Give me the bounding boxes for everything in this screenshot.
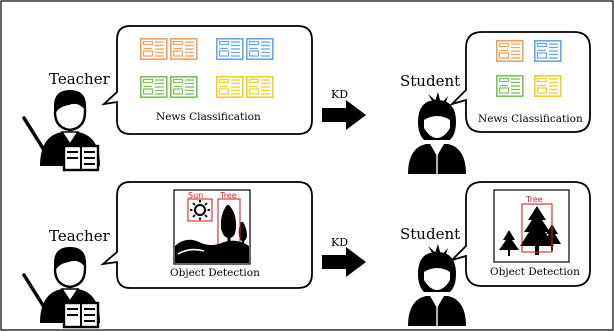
teacher-detection-image [173, 189, 251, 265]
teacher-task-caption: Object Detection [170, 267, 260, 279]
kd-label: KD [331, 88, 349, 101]
teacher-icon [22, 245, 102, 329]
newspaper-icon [533, 75, 562, 97]
tree-box-label: Tree [219, 191, 237, 200]
teacher-label: Teacher [49, 70, 110, 88]
teacher-icon [22, 88, 102, 172]
student-task-caption: News Classification [478, 113, 583, 125]
newspaper-icon [140, 76, 168, 98]
kd-label: KD [331, 236, 349, 249]
newspaper-icon [170, 37, 198, 60]
newspaper-icon [246, 37, 274, 60]
student-label: Student [400, 72, 461, 90]
newspaper-icon [246, 76, 274, 98]
student-task-caption: Object Detection [490, 266, 580, 278]
newspaper-icon [140, 37, 168, 60]
newspaper-icon [216, 76, 244, 98]
student-label: Student [400, 225, 461, 243]
newspaper-icon [170, 76, 198, 98]
teacher-label: Teacher [49, 227, 110, 245]
teacher-task-caption: News Classification [156, 111, 261, 123]
sun-icon [190, 200, 210, 220]
newspaper-icon [495, 75, 524, 97]
newspaper-icon [216, 37, 244, 60]
newspaper-icon [495, 39, 524, 62]
sun-box-label: Sun [188, 191, 203, 200]
right-arrow-icon [322, 247, 366, 277]
student-tree-box-label: Tree [525, 195, 543, 204]
student-icon [407, 91, 467, 175]
newspaper-icon [533, 39, 562, 62]
student-detection-image [493, 189, 570, 263]
right-arrow-icon [322, 100, 366, 130]
